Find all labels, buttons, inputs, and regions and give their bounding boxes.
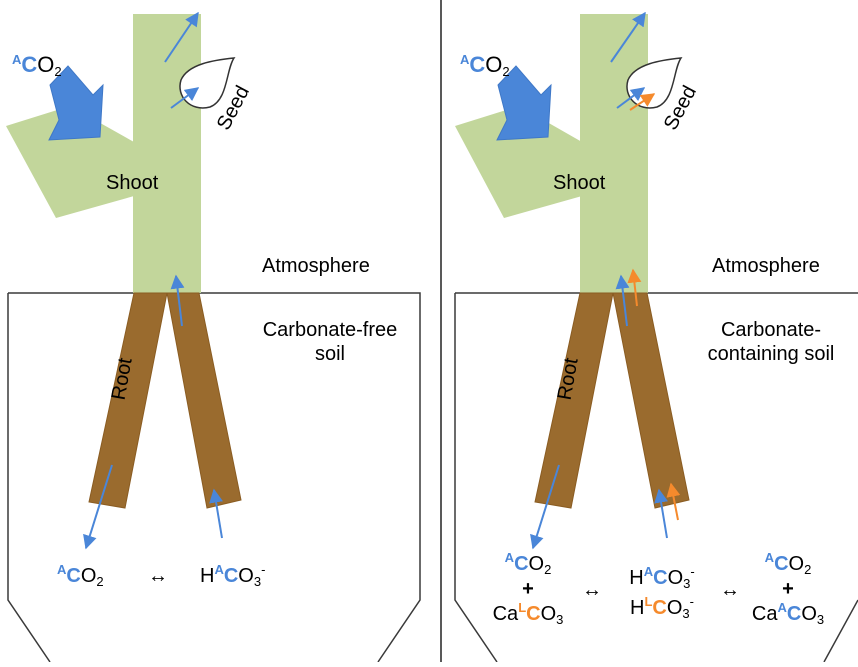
right-eq-arrow-1: ↔ [582,579,602,601]
left-soil-line2: soil [314,343,345,365]
left-arrow-xylem [170,274,185,327]
right-soil-label: Carbonate- containing soil [686,320,856,364]
left-arrow-stem-top [164,11,199,63]
right-eq1: ACO2 + CaLCO3 [478,550,578,627]
right-panel [454,11,858,663]
left-soil-boundary [7,292,421,663]
right-root-right [612,292,690,509]
left-stem [133,14,201,293]
right-eq3: ACO2 + CaACO3 [738,550,838,627]
right-arrow-root-tip [530,464,560,550]
right-eq1-plus: + [522,578,534,600]
left-soil-label: Carbonate-free soil [240,320,420,364]
right-arrow-xylem-orange [627,268,642,307]
right-arrow-xylem-blue [615,274,630,327]
left-atmosphere-label: Atmosphere [262,255,370,277]
left-co2-inflow-arrow [48,65,104,141]
right-arrow-stem-top [610,11,646,63]
right-arrow-soil-up-orange [666,482,681,521]
left-co2-label: ACO2 [12,52,62,79]
right-eq1-bottom: CaLCO3 [492,600,564,627]
right-eq2-bottom: HLCO3- [630,594,694,621]
right-arrow-seed-blue [616,87,646,109]
right-soil-line1: Carbonate- [720,319,822,341]
left-eq-bicarbonate: HACO3- [200,562,266,589]
right-eq1-top: ACO2 [504,550,552,577]
left-root-left [88,292,168,509]
right-co2-inflow-arrow [496,65,552,141]
left-root-right [166,292,242,509]
right-shoot-label: Shoot [553,172,606,194]
right-soil-line2: containing soil [707,343,835,365]
right-eq3-bottom: CaACO3 [751,600,825,627]
right-eq-arrow-2: ↔ [720,579,740,601]
left-panel [6,11,421,663]
right-arrow-seed-orange [629,93,656,111]
right-stem [580,14,648,293]
left-arrow-soil-up [209,488,223,539]
right-soil-boundary [454,292,858,663]
left-arrow-seed [170,87,200,109]
right-shoot-leaf [455,106,582,218]
left-soil-line1: Carbonate-free [262,319,398,341]
right-eq3-top: ACO2 [764,550,812,577]
left-shoot-leaf [6,106,134,218]
right-eq2-top: HACO3- [629,564,695,591]
right-arrow-soil-up-blue [654,488,668,539]
left-eq-arrow: ↔ [148,565,168,587]
left-arrow-root-tip [83,464,113,550]
right-eq2: HACO3- HLCO3- [612,563,712,623]
left-shoot-label: Shoot [106,172,159,194]
right-co2-label: ACO2 [460,52,510,79]
right-eq3-plus: + [782,578,794,600]
left-eq-co2: ACO2 [57,562,104,589]
right-root-left [534,292,614,509]
right-atmosphere-label: Atmosphere [712,255,820,277]
